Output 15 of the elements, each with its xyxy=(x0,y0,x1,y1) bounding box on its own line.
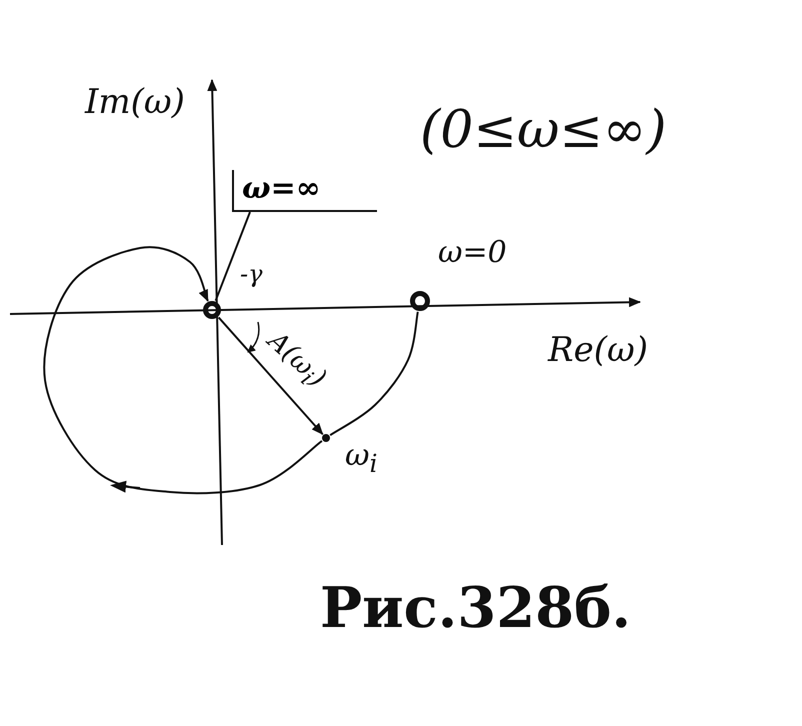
point-label: ω=0 xyxy=(438,235,507,270)
vector-arrow xyxy=(218,316,324,436)
value-label: ω=∞ xyxy=(232,170,377,212)
curve-point xyxy=(322,434,330,442)
point-marker xyxy=(410,291,430,311)
axis-label: -γ xyxy=(240,260,262,288)
curve-line xyxy=(330,312,419,436)
range-note: (0≤ω≤∞) xyxy=(420,100,667,160)
curve-line xyxy=(43,246,323,494)
caption: Рис.328б. xyxy=(320,575,631,641)
axis-label: Re(ω) xyxy=(548,330,648,370)
point-label: ω$_{i}$ xyxy=(345,438,378,478)
leader-line xyxy=(214,212,251,302)
axis-label: Im(ω) xyxy=(85,82,185,122)
point-marker xyxy=(203,301,221,319)
